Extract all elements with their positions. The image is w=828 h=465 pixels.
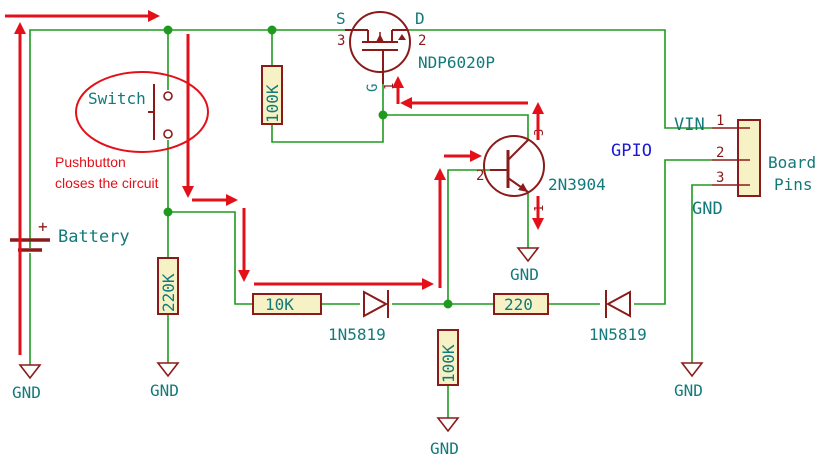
mosfet-pin1: 1 bbox=[382, 83, 396, 90]
pushbutton-note-line1: Pushbutton bbox=[55, 154, 126, 170]
resistor-body bbox=[252, 293, 322, 315]
diode1-label: 1N5819 bbox=[328, 325, 386, 344]
gnd-label: GND bbox=[510, 265, 539, 284]
ground-icon bbox=[436, 417, 460, 433]
wire-gate-to-collector bbox=[383, 114, 529, 140]
ground-battery: GND bbox=[12, 364, 42, 402]
connector-pin2-num: 2 bbox=[716, 145, 724, 161]
gnd-label: GND bbox=[150, 381, 179, 400]
ground-icon bbox=[516, 247, 540, 263]
board-connector bbox=[712, 119, 761, 197]
resistor-220k: 220K bbox=[157, 257, 179, 315]
ground-icon bbox=[18, 364, 42, 380]
board-label-line2: Pins bbox=[774, 175, 813, 194]
resistor-10k: 10K bbox=[252, 293, 322, 315]
mosfet-pin3: 3 bbox=[337, 33, 345, 49]
switch-highlight-ellipse bbox=[75, 71, 209, 153]
resistor-body bbox=[261, 65, 283, 125]
mosfet-pin2: 2 bbox=[418, 33, 426, 49]
ground-100k: GND bbox=[430, 417, 460, 458]
diode-triangle bbox=[605, 290, 631, 318]
resistor-100k-bottom-label: 100K bbox=[439, 344, 458, 383]
arrowhead-icon bbox=[14, 22, 26, 34]
battery-label: Battery bbox=[58, 227, 130, 247]
connector-pin3-num: 3 bbox=[716, 170, 724, 186]
mosfet-symbol bbox=[345, 11, 411, 84]
switch-contact-top bbox=[163, 91, 173, 101]
connector-pin1-num: 1 bbox=[716, 113, 724, 129]
diode2-label: 1N5819 bbox=[589, 325, 647, 344]
mosfet-d-label: D bbox=[415, 9, 425, 28]
arrowhead-icon bbox=[422, 278, 434, 290]
arrowhead-icon bbox=[238, 270, 250, 282]
gnd-label: GND bbox=[674, 381, 703, 400]
transistor-part-label: 2N3904 bbox=[548, 175, 606, 194]
gnd-pin-label: GND bbox=[692, 199, 723, 219]
wire-base bbox=[447, 169, 490, 304]
current-flow-arrows bbox=[5, 10, 544, 355]
battery-plus-sign: + bbox=[38, 217, 48, 236]
diode-triangle bbox=[363, 290, 389, 318]
junction-dot bbox=[163, 25, 173, 35]
junction-dot bbox=[443, 299, 453, 309]
switch-label: Switch bbox=[88, 89, 146, 108]
wire-gnd-pin bbox=[691, 184, 712, 363]
wire-diode2-to-gpio bbox=[634, 159, 712, 305]
arrowhead-icon bbox=[392, 76, 404, 88]
arrowhead-icon bbox=[182, 186, 194, 198]
mosfet-s-label: S bbox=[336, 9, 346, 28]
resistor-body bbox=[493, 293, 549, 315]
resistor-100k-top-label: 100K bbox=[263, 84, 282, 123]
gnd-label: GND bbox=[12, 383, 41, 402]
mosfet-part-label: NDP6020P bbox=[418, 53, 495, 72]
ground-board: GND bbox=[674, 362, 704, 400]
junction-dot bbox=[163, 207, 173, 217]
ground-icon bbox=[680, 362, 704, 378]
wire-top-rail bbox=[29, 29, 345, 248]
diode-1 bbox=[363, 290, 389, 318]
arrowhead-icon bbox=[400, 97, 412, 109]
arrowhead-icon bbox=[226, 194, 238, 206]
arrowhead-icon bbox=[434, 168, 446, 180]
mosfet-g-label: G bbox=[365, 84, 381, 92]
resistor-body bbox=[157, 257, 179, 315]
ground-220k: GND bbox=[150, 362, 180, 400]
arrowhead-icon bbox=[148, 10, 160, 22]
junction-dot bbox=[378, 110, 388, 120]
resistor-body bbox=[437, 329, 459, 386]
arrowhead-icon bbox=[532, 102, 544, 114]
ground-icon bbox=[156, 362, 180, 378]
junctions bbox=[163, 25, 453, 309]
resistor-220: 220 bbox=[493, 293, 549, 315]
npn-transistor-symbol bbox=[483, 135, 545, 197]
transistor-circle bbox=[483, 135, 545, 197]
wire-drain-to-vin bbox=[407, 29, 712, 129]
battery-symbol: + bbox=[10, 217, 50, 252]
mosfet-circle bbox=[349, 11, 411, 73]
transistor-collector bbox=[507, 139, 529, 161]
switch-symbol bbox=[148, 84, 173, 140]
resistor-10k-label: 10K bbox=[265, 295, 294, 314]
ground-emitter: GND bbox=[510, 247, 540, 284]
arrowhead-icon bbox=[532, 218, 544, 230]
resistor-100k-bottom: 100K bbox=[437, 329, 459, 386]
diode-2 bbox=[605, 290, 631, 318]
junction-dot bbox=[267, 25, 277, 35]
board-label-line1: Board bbox=[768, 153, 816, 172]
transistor-emitter-arrow-icon bbox=[518, 183, 528, 192]
vin-label: VIN bbox=[674, 115, 705, 135]
wire-node-to-10k bbox=[168, 211, 253, 305]
switch-contact-bottom bbox=[163, 129, 173, 139]
resistor-100k-top: 100K bbox=[261, 65, 283, 125]
gpio-label: GPIO bbox=[611, 141, 652, 161]
resistor-220-label: 220 bbox=[504, 295, 533, 314]
arrowhead-icon bbox=[470, 150, 482, 162]
pushbutton-note-line2: closes the circuit bbox=[55, 175, 159, 191]
transistor-pin2: 2 bbox=[476, 168, 484, 184]
resistor-220k-label: 220K bbox=[159, 273, 178, 312]
mosfet-body-diode-icon bbox=[398, 34, 406, 40]
gnd-label: GND bbox=[430, 439, 459, 458]
connector-body bbox=[737, 119, 761, 197]
